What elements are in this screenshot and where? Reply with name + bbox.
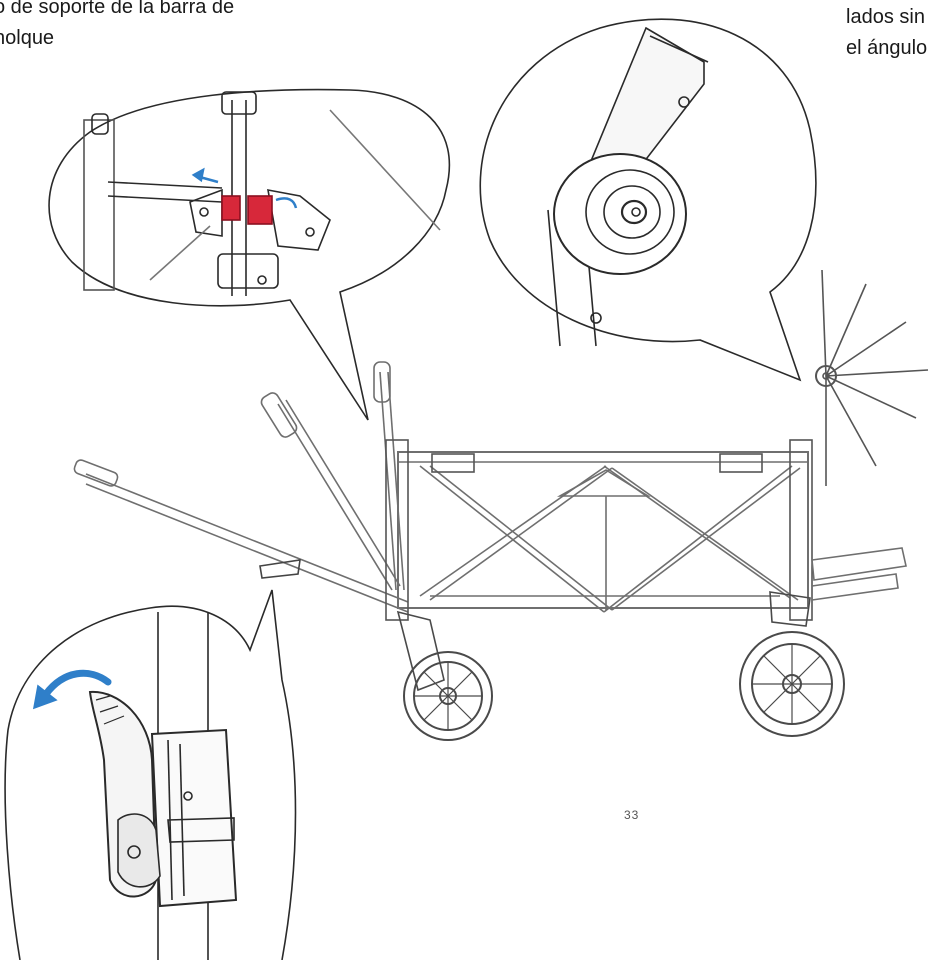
side-panel-position xyxy=(825,283,867,377)
caption-line: nolque xyxy=(0,27,55,49)
folded-side-panel xyxy=(811,573,899,601)
side-panel-position xyxy=(825,375,917,419)
red-lock-block xyxy=(221,195,241,221)
caption-side-angle: lados sin el ángulo xyxy=(846,2,927,64)
curved-arrow-icon xyxy=(32,669,112,710)
cross-brace xyxy=(611,467,799,601)
corner-bracket xyxy=(431,453,475,473)
corner-bracket xyxy=(719,453,763,473)
hinge-plate xyxy=(267,189,331,251)
latch-post-cap xyxy=(91,113,109,135)
hinge-rivet xyxy=(199,207,209,217)
tow-bar-position xyxy=(85,483,409,613)
callout-bubble-outline xyxy=(479,18,817,382)
angle-knob-ring xyxy=(585,169,675,255)
bar-rivet xyxy=(678,96,690,108)
angle-bar-top xyxy=(649,35,709,63)
tow-bar-position xyxy=(85,473,409,603)
wheel-tire xyxy=(403,651,493,741)
rear-wheel xyxy=(739,591,845,737)
frame-strut xyxy=(329,109,441,231)
tow-bar-position xyxy=(277,403,393,591)
cross-brace xyxy=(603,465,793,613)
clamp-rivet xyxy=(257,275,267,285)
tow-bar-clip xyxy=(259,559,301,579)
tow-bar-position xyxy=(387,371,405,591)
angle-knob-center xyxy=(620,199,648,225)
hinge-plate xyxy=(189,188,223,237)
tube-top-clamp xyxy=(221,91,257,115)
caption-tow-bar-support: o de soporte de la barra de nolque xyxy=(0,0,234,54)
side-panel-position xyxy=(825,321,907,377)
callout-release-lever xyxy=(4,589,297,960)
bottom-clamp xyxy=(217,253,279,289)
callout-bubble-outline xyxy=(4,589,297,960)
wagon-body xyxy=(397,451,809,609)
callout-latch-detail xyxy=(48,88,451,421)
tow-bar-handle xyxy=(73,459,119,487)
corner-post xyxy=(385,439,409,621)
center-gusset xyxy=(556,469,651,497)
caption-line: el ángulo xyxy=(846,37,928,59)
wheel-fork xyxy=(396,610,445,692)
angle-pivot-center xyxy=(822,372,830,380)
tow-bar-handle xyxy=(373,361,391,403)
tow-bar-fan xyxy=(73,361,409,613)
wagon-frame xyxy=(73,269,929,621)
lever-pivot xyxy=(127,845,141,859)
tube-rivet xyxy=(590,312,602,324)
tow-bar-handle xyxy=(260,392,298,438)
clamp-band xyxy=(167,817,235,843)
angle-knob-ring xyxy=(603,185,661,239)
folded-side-panel xyxy=(811,547,907,581)
hinge-rivet xyxy=(305,227,315,237)
support-bar xyxy=(107,181,223,189)
angle-knob-pin xyxy=(631,207,641,217)
angle-knob-housing xyxy=(553,153,687,275)
latch-post xyxy=(83,119,115,291)
side-panel-position xyxy=(821,269,827,377)
red-lock-block xyxy=(247,195,273,225)
double-arrow-icon xyxy=(191,167,219,184)
cross-brace xyxy=(429,465,613,611)
side-angle-fan xyxy=(815,269,929,486)
support-bar xyxy=(107,195,223,203)
tow-bar-position xyxy=(285,399,401,587)
callout-bubble-outline xyxy=(48,88,451,421)
corner-post xyxy=(789,439,813,621)
angle-pivot xyxy=(815,365,837,387)
caption-line: o de soporte de la barra de xyxy=(0,0,235,18)
front-wheel xyxy=(396,610,493,741)
wheel-mount xyxy=(769,591,811,627)
callout-knob-detail xyxy=(479,18,817,382)
side-panel-position xyxy=(825,369,929,377)
lever-grip xyxy=(95,695,125,725)
page-number: 33 xyxy=(624,808,640,822)
frame-strut xyxy=(149,225,211,281)
curved-arrow-icon xyxy=(275,197,298,209)
side-panel-position xyxy=(825,375,877,467)
wheel-tire xyxy=(739,631,845,737)
cross-brace xyxy=(429,467,613,601)
tow-bar-position xyxy=(379,371,397,591)
clamp-rivet xyxy=(183,791,193,801)
caption-line: lados sin xyxy=(846,6,925,28)
cross-brace xyxy=(419,465,605,613)
